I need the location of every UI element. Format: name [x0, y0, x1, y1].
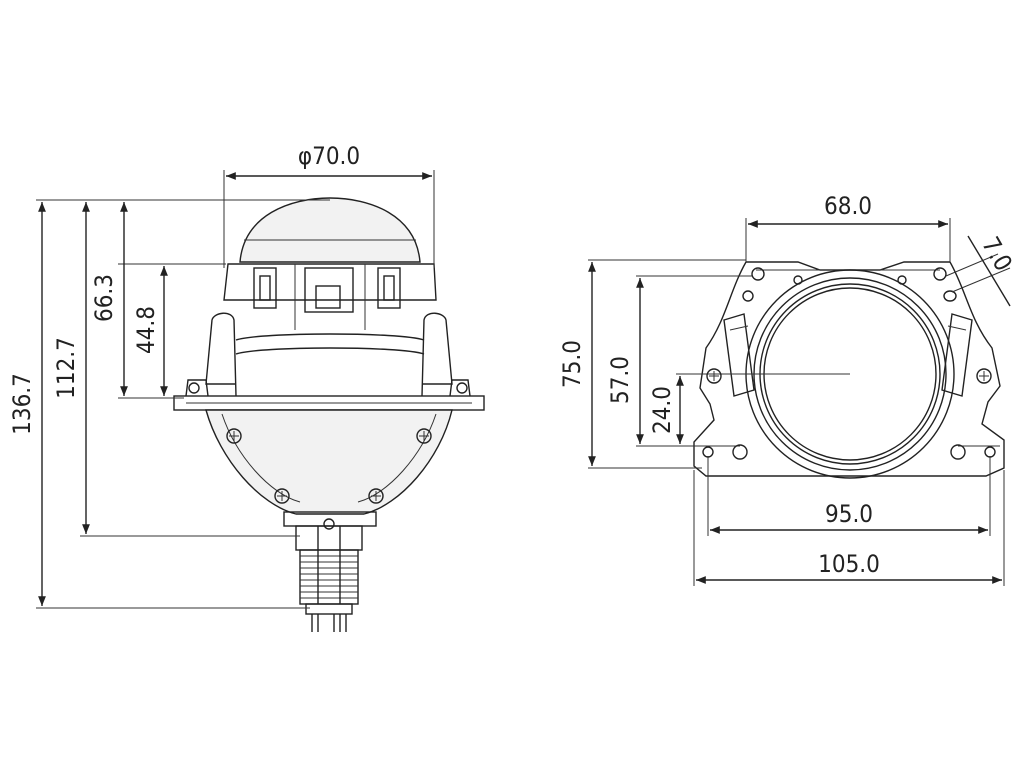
front-flange [693, 261, 1005, 477]
dim-width-105-label: 105.0 [818, 550, 880, 578]
dim-height-112: 112.7 [52, 202, 90, 534]
side-view: φ70.0 136.7 112.7 66.3 44.8 [8, 142, 485, 632]
dim-height-75-label: 75.0 [558, 340, 586, 388]
shroud [205, 312, 453, 397]
dim-width-95-label: 95.0 [825, 500, 873, 528]
dim-height-66: 66.3 [90, 202, 128, 396]
dim-height-44-label: 44.8 [132, 306, 160, 354]
front-lens [680, 269, 955, 479]
dim-width-105: 105.0 [696, 550, 1002, 584]
dim-slot-label: 7.0 [976, 232, 1017, 276]
dim-diameter-label: φ70.0 [298, 142, 360, 170]
dim-height-44: 44.8 [132, 266, 168, 396]
dim-height-57-label: 57.0 [606, 356, 634, 404]
dim-height-total-label: 136.7 [8, 373, 36, 435]
dim-height-66-label: 66.3 [90, 274, 118, 322]
dim-height-total: 136.7 [8, 202, 46, 606]
dim-height-24: 24.0 [648, 376, 684, 444]
reflector-bowl [205, 409, 453, 515]
dim-height-75: 75.0 [558, 262, 596, 466]
bulb-socket [283, 511, 377, 632]
dim-height-112-label: 112.7 [52, 337, 80, 399]
dim-diameter: φ70.0 [223, 142, 435, 268]
dim-top-width-label: 68.0 [824, 192, 872, 220]
dim-height-57: 57.0 [606, 278, 644, 444]
lens-dome [239, 197, 421, 263]
front-view: 68.0 7.0 75.0 57.0 24.0 [558, 192, 1018, 586]
screw-icon [226, 428, 432, 504]
dim-height-24-label: 24.0 [648, 386, 676, 434]
lens-holder [223, 263, 437, 330]
dim-top-width: 68.0 [745, 192, 951, 262]
dim-slot: 7.0 [945, 232, 1018, 307]
dim-width-95: 95.0 [710, 500, 988, 534]
mount-hole-icon [702, 267, 996, 460]
